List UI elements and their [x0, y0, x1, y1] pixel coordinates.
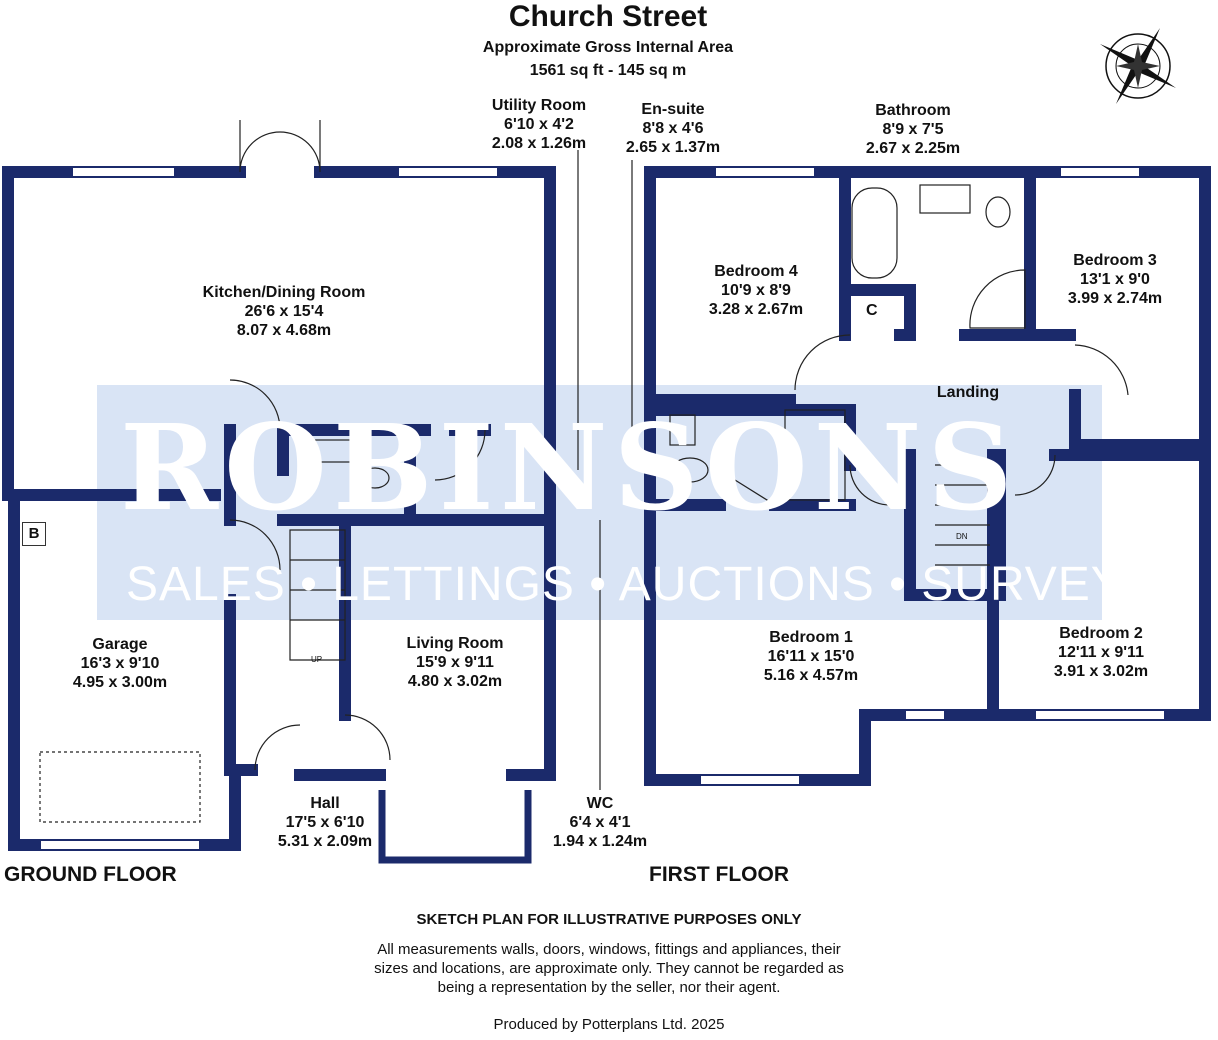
compass-rose-icon	[1100, 28, 1176, 104]
disclaimer-heading: SKETCH PLAN FOR ILLUSTRATIVE PURPOSES ON…	[416, 911, 802, 928]
bay-window	[378, 790, 532, 864]
page-title: Church Street	[508, 0, 708, 33]
disclaimer-line-1: All measurements walls, doors, windows, …	[377, 941, 841, 958]
first-floor-label: FIRST FLOOR	[649, 863, 789, 886]
first-floor-walls	[644, 166, 1211, 786]
ground-floor-label: GROUND FLOOR	[4, 863, 177, 886]
watermark-tagline: SALES • LETTINGS • AUCTIONS • SURVEYS	[126, 558, 1157, 611]
windows	[39, 166, 1166, 851]
area-value: 1561 sq ft - 145 sq m	[529, 62, 687, 79]
stairs-up-label: UP	[311, 655, 323, 664]
stairs-down-label: DN	[956, 532, 968, 541]
boiler-marker: B	[22, 522, 46, 546]
disclaimer-line-2: sizes and locations, are approximate onl…	[374, 960, 844, 977]
room-label-landing: Landing	[936, 384, 1000, 401]
area-label: Approximate Gross Internal Area	[482, 39, 734, 56]
watermark-brand: ROBINSONS	[120, 398, 1019, 537]
doors	[39, 120, 1129, 823]
disclaimer-line-3: being a representation by the seller, no…	[437, 979, 781, 996]
cupboard-label: C	[866, 302, 878, 319]
credit: Produced by Potterplans Ltd. 2025	[493, 1016, 725, 1033]
